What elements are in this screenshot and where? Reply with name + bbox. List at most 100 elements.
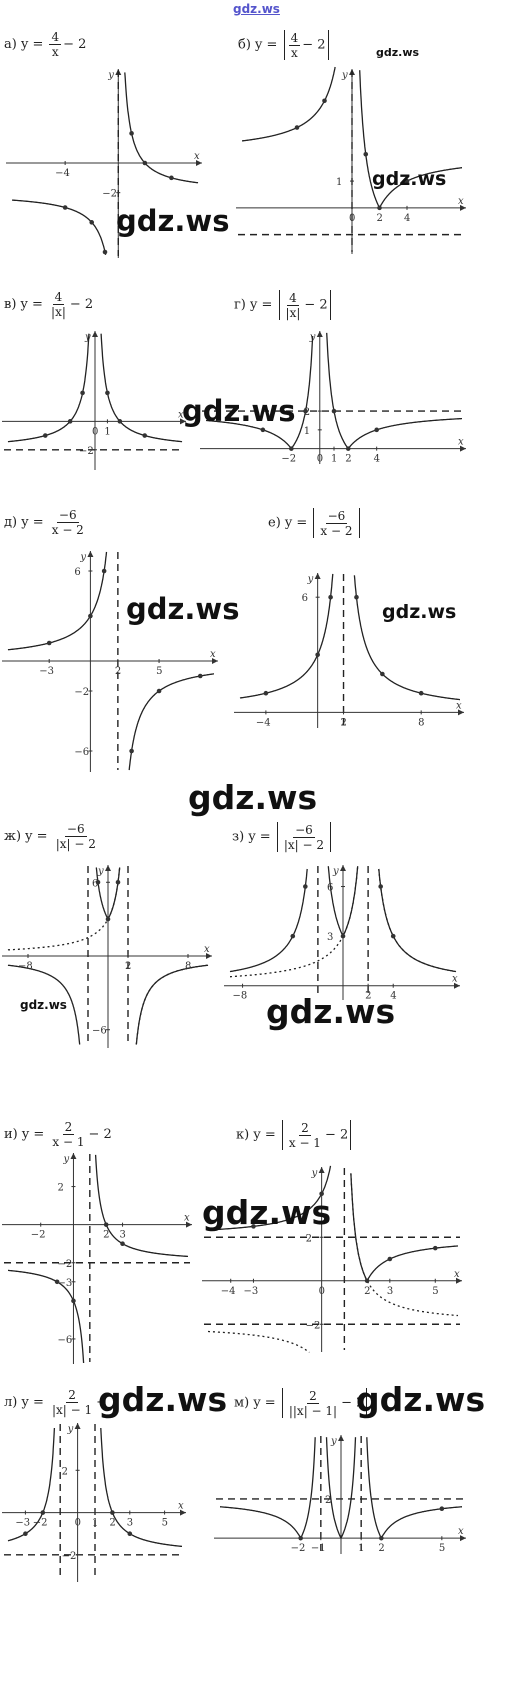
fraction-denominator: ||x| − 1| (288, 1403, 338, 1418)
marked-point (102, 249, 108, 255)
marked-point (294, 125, 300, 130)
x-tick-label: 3 (387, 1286, 393, 1297)
marked-point (129, 748, 134, 754)
marked-point (328, 594, 333, 600)
x-tick-label: 2 (377, 213, 383, 224)
marked-point (80, 390, 85, 396)
fraction-numerator: 4 (49, 30, 62, 45)
formula-tail: − 2 (63, 37, 87, 52)
fraction: −6|x| − 2 (54, 822, 98, 851)
fraction-denominator: x − 2 (320, 523, 353, 538)
abs-bar-left (281, 1120, 283, 1150)
y-tick-label: 6 (92, 878, 98, 889)
x-axis-arrow (454, 982, 460, 989)
formula-7: з) y = −6|x| − 2 (232, 822, 333, 852)
formula-label: и) (4, 1127, 18, 1142)
fraction-denominator: x (290, 45, 298, 60)
marked-point (290, 933, 296, 939)
y-axis-label: y (330, 1436, 337, 1447)
fraction-numerator: −6 (64, 822, 87, 837)
fraction-numerator: 4 (52, 290, 65, 305)
marked-point (23, 1531, 28, 1537)
formula-label: д) (4, 515, 18, 530)
marked-point (89, 220, 95, 225)
abs-bar-left (283, 30, 285, 60)
x-axis-arrow (460, 204, 466, 211)
formula-lhs: y = (25, 829, 48, 844)
fraction-denominator: x (51, 45, 59, 59)
y-axis-arrow (70, 1153, 77, 1159)
watermark: gdz.ws (98, 1380, 228, 1419)
fraction-numerator: 2 (66, 1388, 78, 1403)
y-tick-label: −2 (79, 446, 94, 457)
fraction-numerator: 4 (287, 290, 299, 306)
marked-point (67, 419, 73, 424)
x-axis-label: x (454, 1269, 460, 1280)
x-tick-label: 4 (374, 454, 380, 465)
formula-tail: − 2 (88, 1127, 112, 1142)
abs-bar-left (276, 822, 278, 852)
marked-point (117, 419, 123, 424)
y-axis-arrow (314, 573, 321, 579)
marked-point (129, 131, 134, 136)
x-axis-label: x (458, 1526, 464, 1537)
fraction: 4|x| (284, 291, 303, 320)
x-axis-arrow (460, 445, 466, 452)
watermark: gdz.ws (20, 998, 67, 1012)
x-tick-label: 0 (317, 454, 323, 465)
x-tick-label: 5 (432, 1286, 438, 1297)
x-tick-label: 0 (349, 213, 355, 224)
x-tick-label: −8 (233, 991, 248, 1002)
x-axis-label: x (184, 1213, 190, 1224)
formula-lhs: y = (21, 1395, 44, 1410)
marked-point (315, 652, 320, 658)
x-axis-arrow (460, 1535, 466, 1542)
fraction-denominator: x − 1 (52, 1135, 85, 1149)
x-tick-label: 2 (378, 1543, 384, 1554)
x-tick-label: −3 (39, 666, 54, 677)
fraction-numerator: −6 (325, 508, 348, 524)
fraction-denominator: x − 2 (51, 523, 84, 537)
y-axis-arrow (316, 331, 323, 337)
x-tick-label: −4 (221, 1286, 236, 1297)
formula-2: в) y = 4|x|− 2 (4, 290, 93, 319)
y-tick-label: 2 (57, 1183, 63, 1194)
x-tick-label: 0 (75, 1518, 81, 1529)
abs-bar-right (358, 508, 360, 538)
y-axis-label: y (67, 1424, 74, 1435)
marked-point (105, 390, 110, 396)
marked-point (354, 594, 359, 600)
graph-curve-dotted (208, 1173, 458, 1353)
marked-point (260, 427, 266, 433)
fraction-numerator: 2 (62, 1120, 75, 1135)
y-tick-label: 6 (302, 593, 308, 604)
site-header-link[interactable]: gdz.ws (233, 2, 280, 16)
marked-point (363, 152, 369, 157)
y-tick-label: 2 (325, 1495, 331, 1506)
y-axis-label: y (84, 332, 91, 343)
y-tick-label: −2 (102, 189, 117, 200)
x-axis-label: x (178, 1501, 184, 1512)
formula-lhs: y = (20, 37, 44, 52)
x-tick-label: 2 (115, 666, 121, 677)
x-tick-label: 0 (319, 1286, 325, 1297)
fraction-numerator: −6 (293, 822, 315, 838)
marked-point (127, 1531, 133, 1537)
fraction-denominator: |x| (285, 305, 301, 320)
y-tick-label: 1 (304, 426, 310, 437)
x-tick-label: 2 (365, 991, 371, 1002)
y-tick-label: 2 (62, 1466, 68, 1477)
y-axis-label: y (341, 70, 348, 81)
graph-curve-dotted (7, 867, 209, 1045)
formula-10: л) y = 2|x| − 1− 2 (4, 1388, 119, 1417)
watermark: gdz.ws (382, 601, 457, 623)
graph-curve (12, 72, 199, 256)
marked-point (95, 879, 101, 885)
